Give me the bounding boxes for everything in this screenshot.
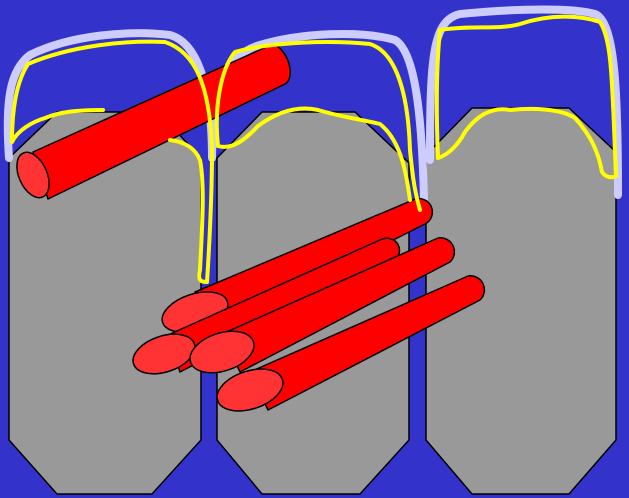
diagram-svg (0, 0, 629, 498)
diagram-canvas (0, 0, 629, 498)
